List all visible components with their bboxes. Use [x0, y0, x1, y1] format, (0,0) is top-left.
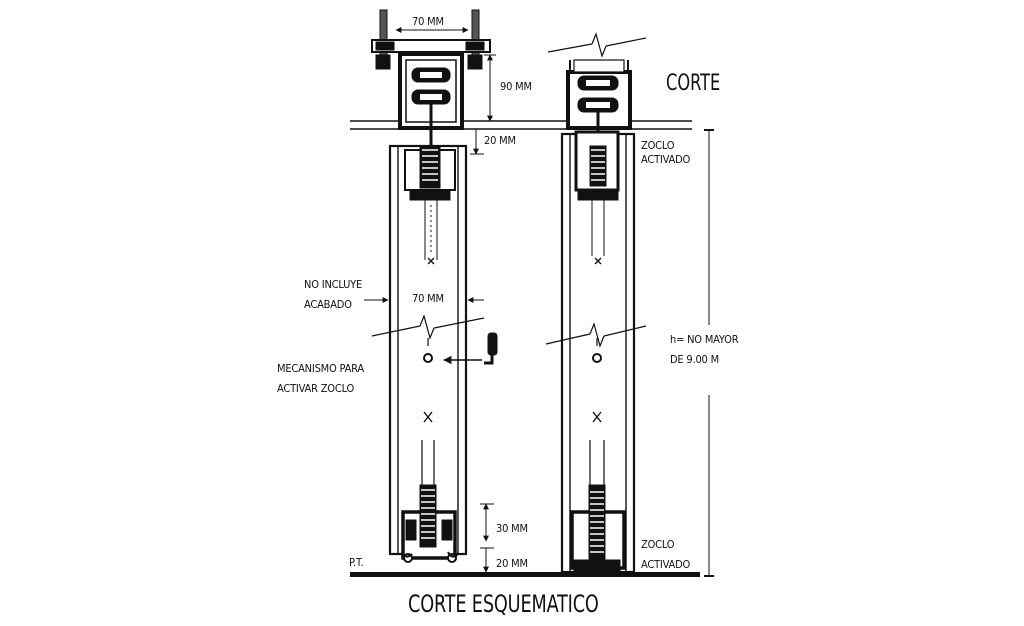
note-pt: P.T. — [349, 556, 364, 569]
note-zoclo-bottom-line2: ACTIVADO — [641, 558, 691, 571]
section-label: CORTE — [666, 71, 721, 96]
dim-bottom-30: 30 MM — [496, 522, 528, 535]
drawing-title: CORTE ESQUEMATICO — [408, 590, 599, 618]
dim-top-width: 70 MM — [412, 15, 444, 28]
dim-head-height: 90 MM — [500, 80, 532, 93]
note-no-incluye-line1: NO INCLUYE — [304, 278, 363, 291]
mechanism-handle — [443, 332, 498, 365]
note-height-line1: h= NO MAYOR — [670, 333, 739, 346]
break-line-right — [545, 322, 647, 348]
dim-bottom-20: 20 MM — [496, 557, 528, 570]
left-assembly — [371, 9, 491, 563]
note-zoclo-bottom: ZOCLO ACTIVADO — [641, 538, 690, 572]
break-line-left — [371, 314, 485, 340]
note-zoclo-top: ZOCLO ACTIVADO — [641, 139, 690, 167]
floor-line — [350, 572, 700, 577]
note-mecanismo: MECANISMO PARA ACTIVAR ZOCLO — [277, 362, 364, 396]
note-height: h= NO MAYOR DE 9.00 M — [670, 333, 739, 367]
dim-panel-width: 70 MM — [412, 292, 444, 305]
note-mecanismo-line1: MECANISMO PARA — [277, 362, 364, 375]
note-no-incluye: NO INCLUYE ACABADO — [304, 278, 362, 312]
dim-gap-top: 20 MM — [484, 134, 516, 147]
note-height-line2: DE 9.00 M — [670, 353, 719, 366]
dimension-lines — [364, 27, 714, 577]
note-zoclo-bottom-line1: ZOCLO — [641, 538, 675, 551]
note-zoclo-top-line1: ZOCLO — [641, 139, 675, 152]
note-mecanismo-line2: ACTIVAR ZOCLO — [277, 382, 355, 395]
note-zoclo-top-line2: ACTIVADO — [641, 153, 691, 166]
right-assembly — [547, 32, 647, 574]
note-no-incluye-line2: ACABADO — [304, 298, 352, 311]
